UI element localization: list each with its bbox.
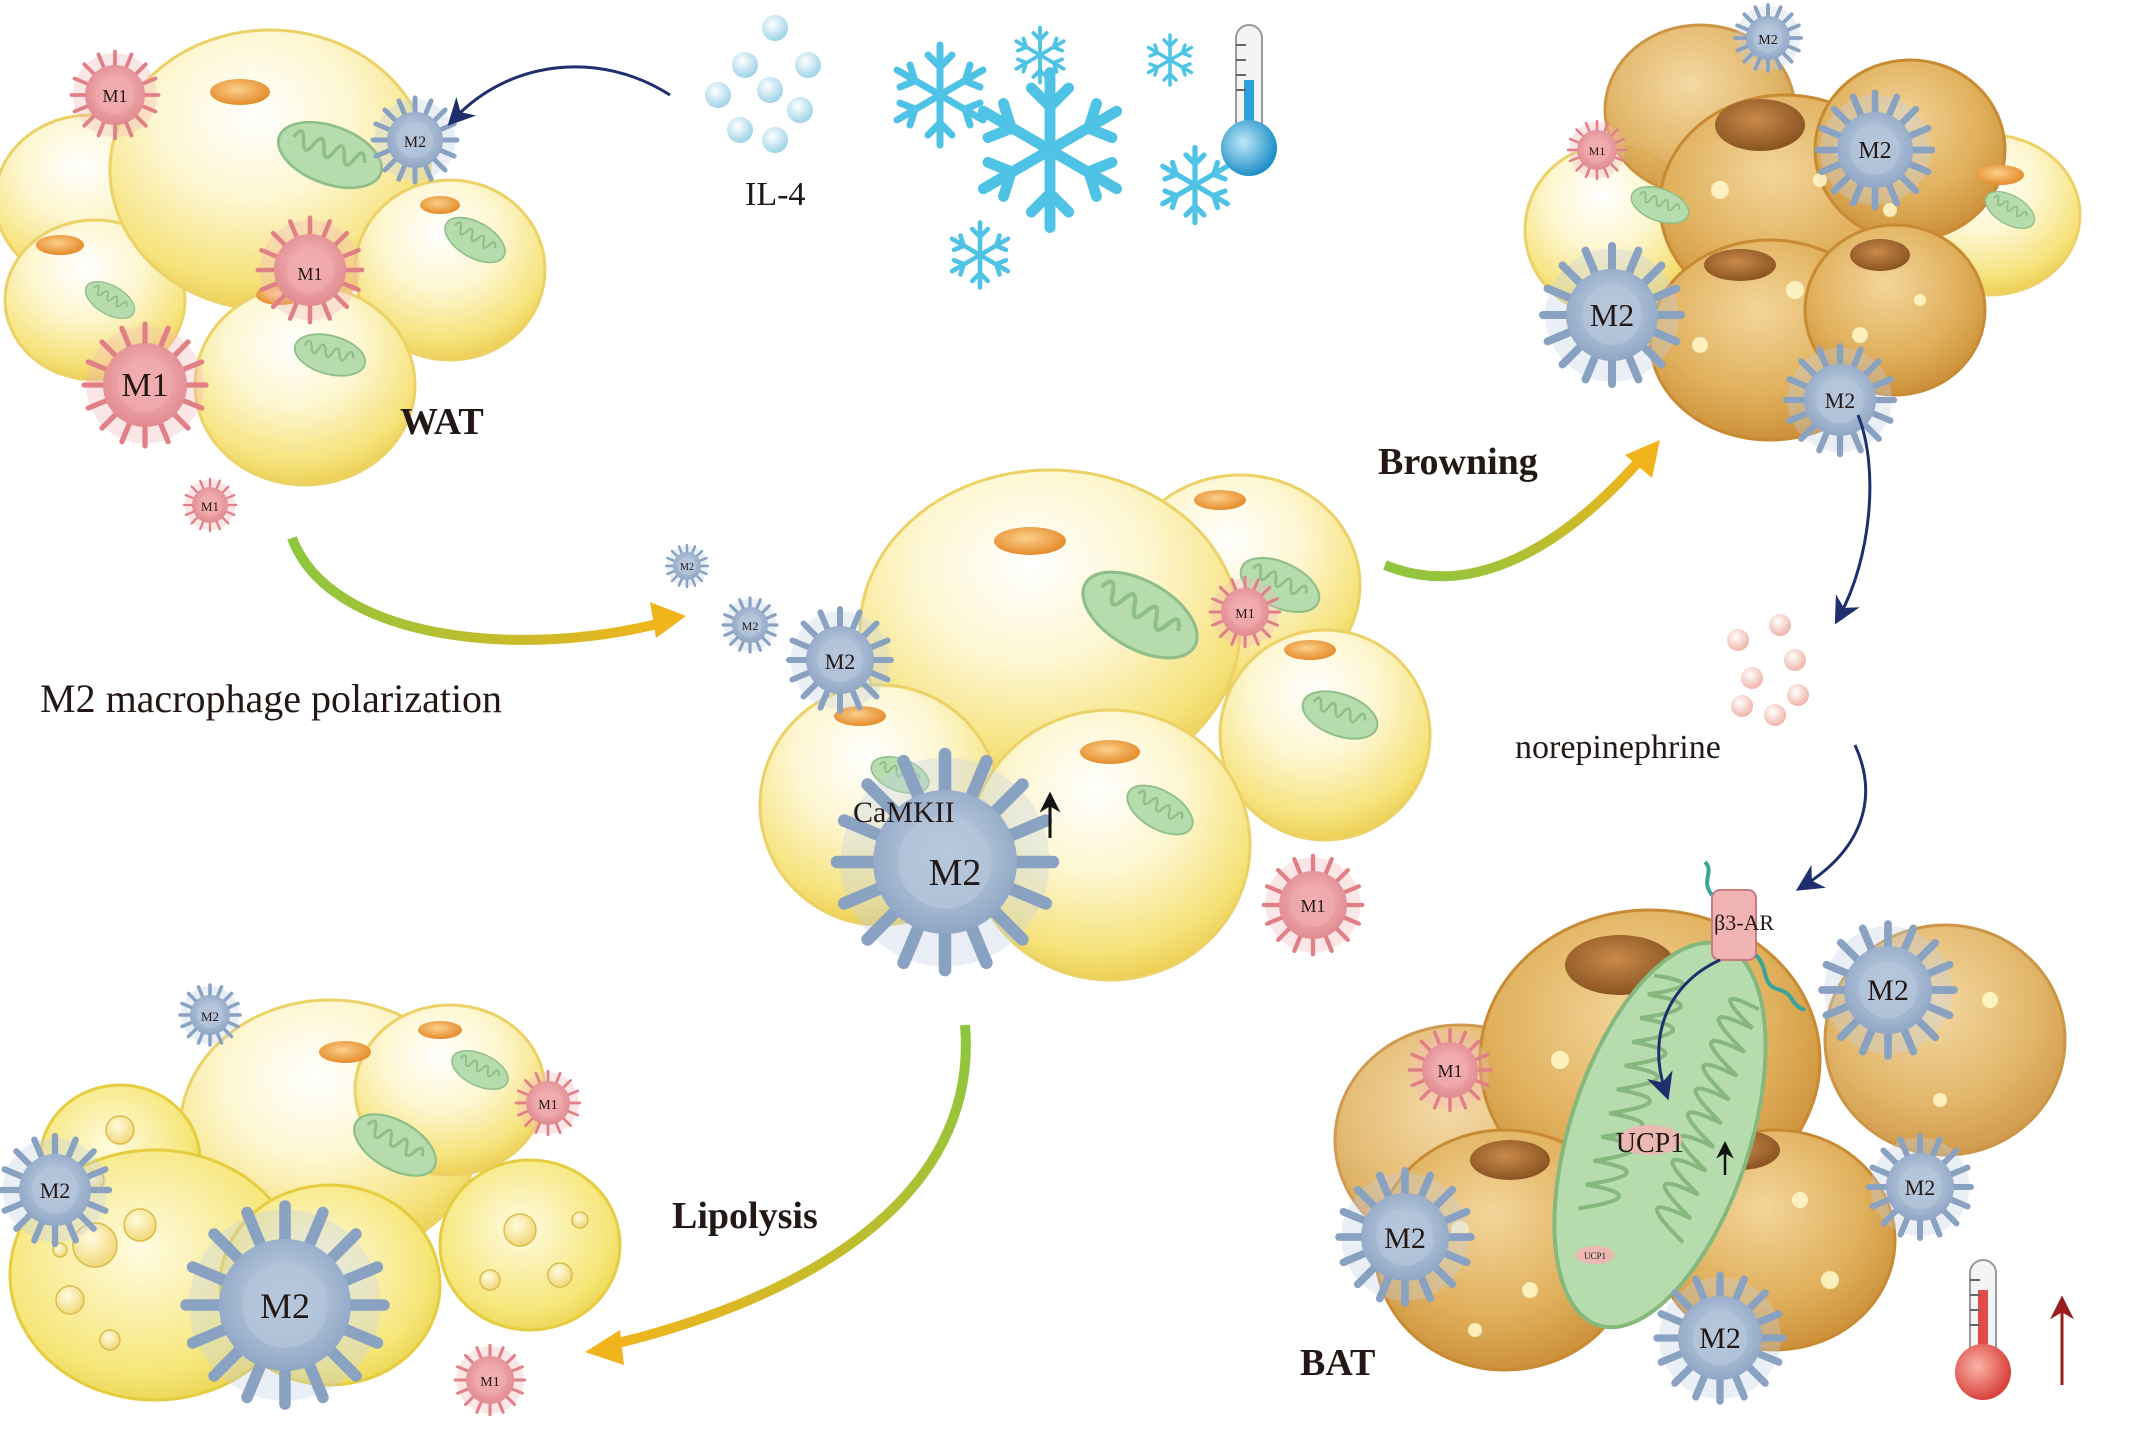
lipolysis-cluster — [1, 983, 622, 1417]
m2-label-bat-1: M2 — [1867, 974, 1909, 1007]
thermometer-hot-icon — [1955, 1259, 2011, 1400]
snowflake-icon — [897, 25, 1227, 288]
lipolysis-label: Lipolysis — [672, 1195, 818, 1237]
m1-label-4: M1 — [201, 499, 219, 514]
ne-arrow-2 — [1795, 744, 1868, 891]
polarization-label: M2 macrophage polarization — [40, 676, 502, 721]
m1-label-bat: M1 — [1437, 1061, 1462, 1081]
b3ar-label: β3-AR — [1714, 910, 1774, 935]
m2-label-bl-1: M2 — [201, 1009, 219, 1024]
browning-cluster — [1523, 3, 2082, 454]
camkii-label: CaMKII — [853, 796, 955, 829]
m2-label-tr-4: M2 — [1825, 388, 1856, 413]
m2-label-center-big: M2 — [929, 852, 982, 894]
m2-label-tr-1: M2 — [1758, 33, 1777, 48]
ucp1-label: UCP1 — [1616, 1128, 1684, 1159]
ucp1-small-label: UCP1 — [1584, 1251, 1606, 1261]
lipolysis-arrow — [608, 1024, 971, 1350]
ne-arrow-1 — [1834, 414, 1872, 625]
m1-label-1: M1 — [102, 86, 127, 106]
m1-label-center-1: M1 — [1235, 607, 1254, 622]
browning-label: Browning — [1378, 441, 1538, 483]
m1-label-2: M1 — [297, 264, 322, 284]
m2-label-bat-4: M2 — [1699, 1322, 1741, 1355]
m2-label-bat-3: M2 — [1905, 1175, 1936, 1200]
polarization-arrow — [287, 536, 667, 645]
m1-label-bl-2: M1 — [480, 1375, 499, 1390]
m1-label-tr-1: M1 — [1589, 144, 1606, 158]
m2-label-tr-3: M2 — [1590, 297, 1634, 333]
center-cluster — [664, 468, 1432, 982]
browning-arrowhead — [1625, 440, 1660, 478]
m1-label-3: M1 — [121, 367, 168, 404]
m2-label-bl-2: M2 — [40, 1178, 71, 1203]
m2-label-bl-3: M2 — [260, 1286, 310, 1326]
il4-arrow — [447, 65, 671, 126]
m2-label-center-1: M2 — [825, 649, 856, 674]
browning-arrow — [1383, 456, 1644, 582]
wat-cluster — [0, 28, 547, 533]
il4-molecules — [705, 15, 821, 153]
bat-label: BAT — [1300, 1342, 1375, 1384]
norepinephrine-molecules — [1727, 614, 1809, 726]
m2-label-tr-2: M2 — [1858, 138, 1891, 164]
receptor-signal-arrow — [1647, 958, 1721, 1101]
norepinephrine-label: norepinephrine — [1515, 729, 1721, 766]
lipolysis-arrowhead — [585, 1330, 624, 1365]
thermometer-cold-icon — [1221, 24, 1277, 176]
m1-label-center-2: M1 — [1300, 896, 1325, 916]
il4-label: IL-4 — [745, 176, 805, 213]
m2-label-1: M2 — [404, 134, 426, 151]
m2-label-center-3: M2 — [680, 562, 694, 573]
m1-label-bl-1: M1 — [538, 1098, 557, 1113]
m2-label-bat-2: M2 — [1384, 1222, 1426, 1255]
m2-label-center-2: M2 — [742, 619, 759, 633]
bat-cluster — [1333, 860, 2067, 1401]
wat-label: WAT — [400, 401, 484, 443]
polarization-arrowhead — [650, 602, 686, 638]
